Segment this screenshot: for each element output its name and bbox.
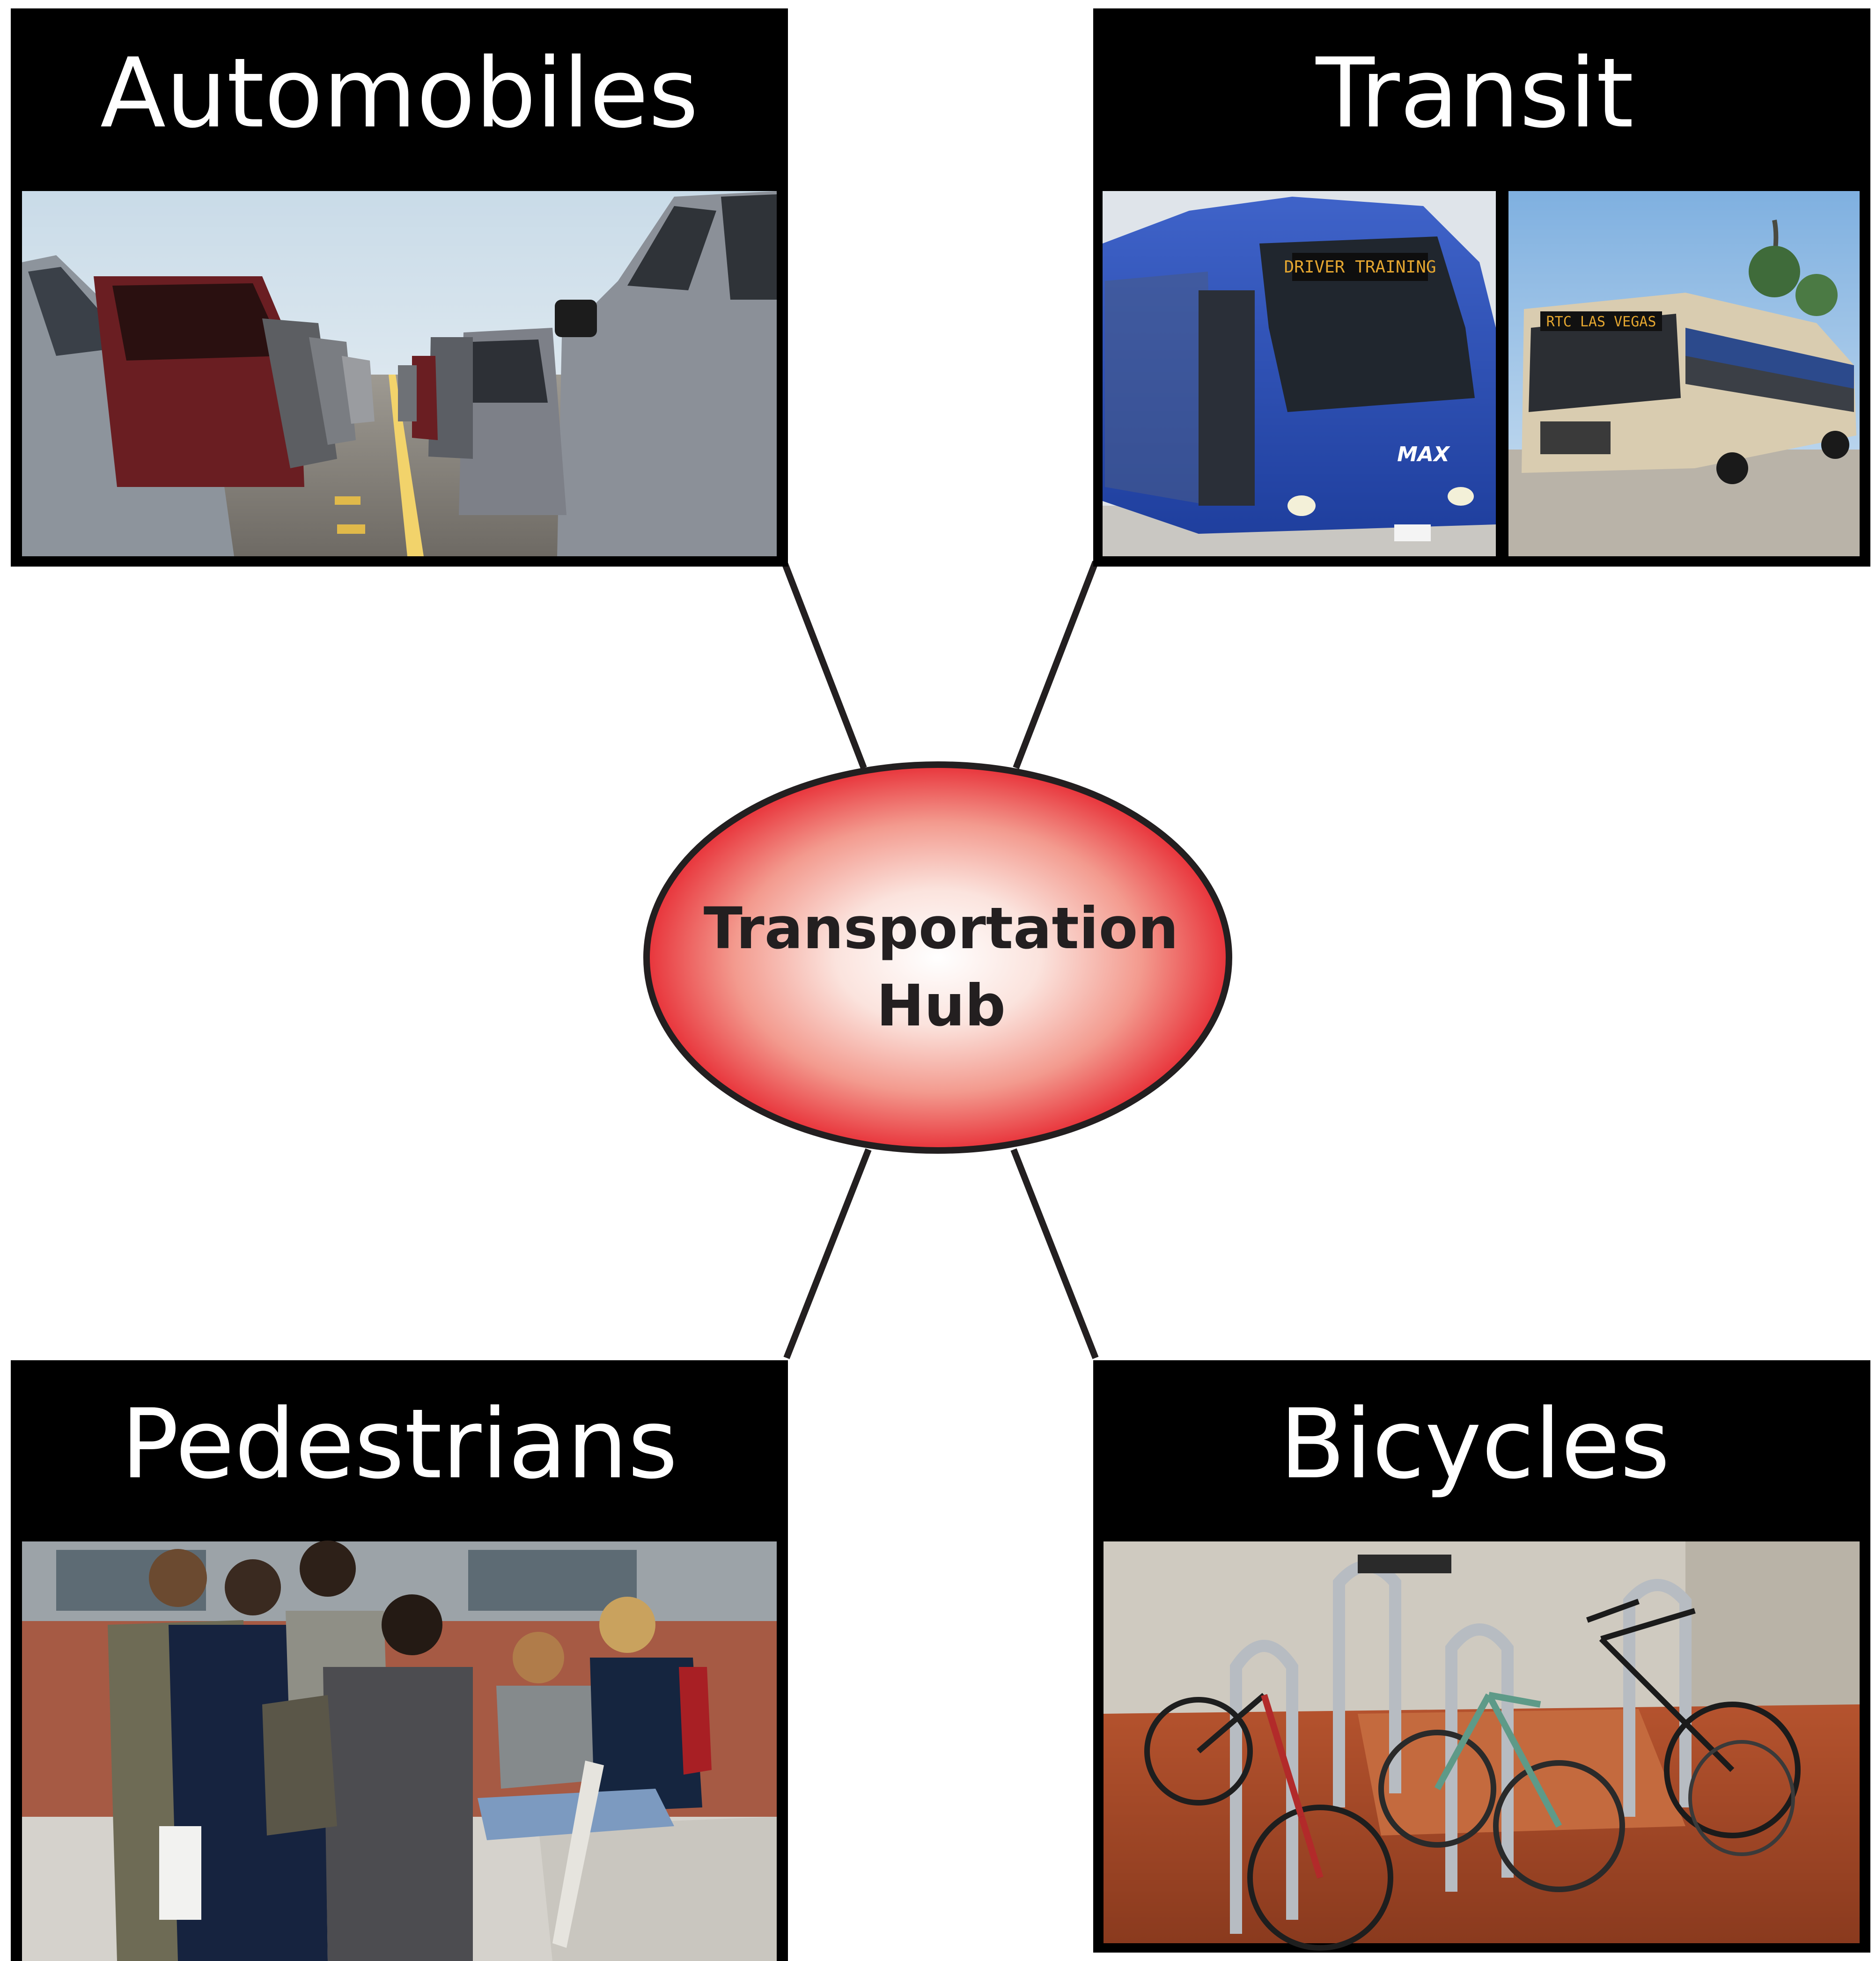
label-bar-pedestrians bbox=[11, 1360, 788, 1531]
bus-destination-sign-left: DRIVER TRAINING bbox=[1284, 258, 1436, 277]
label-pedestrians: Pedestrians bbox=[121, 1389, 677, 1500]
students-walking-photo bbox=[22, 1541, 777, 1961]
hub-title-line2: Hub bbox=[876, 973, 1006, 1039]
connector-bicycles bbox=[1010, 1148, 1099, 1359]
connector-lines bbox=[781, 560, 1099, 1359]
mode-card-automobiles: Automobiles bbox=[11, 8, 788, 567]
bus-destination-sign-right: RTC LAS VEGAS bbox=[1546, 314, 1656, 330]
label-bar-automobiles bbox=[11, 8, 788, 180]
label-automobiles: Automobiles bbox=[100, 38, 699, 149]
mode-card-transit: Transit DRIVER TRAINING MAX RTC LAS VEGA… bbox=[1093, 8, 1870, 567]
hub-ellipse bbox=[643, 761, 1232, 1154]
connector-transit bbox=[1013, 560, 1099, 769]
connector-pedestrians bbox=[783, 1148, 872, 1359]
mode-card-pedestrians: Pedestrians bbox=[11, 1360, 788, 1961]
buses-photo: DRIVER TRAINING MAX RTC LAS VEGAS bbox=[1103, 191, 1860, 556]
transportation-hub: Transportation Hub bbox=[643, 761, 1232, 1154]
label-transit: Transit bbox=[1315, 38, 1633, 149]
parked-cars-photo bbox=[22, 191, 777, 556]
connector-automobiles bbox=[781, 560, 867, 769]
mode-card-bicycles: Bicycles bbox=[1093, 1360, 1870, 1953]
label-bar-bicycles bbox=[1093, 1360, 1870, 1531]
hub-title-line1: Transportation bbox=[704, 895, 1179, 962]
label-bicycles: Bicycles bbox=[1280, 1389, 1670, 1500]
bike-rack-photo bbox=[1104, 1541, 1860, 1951]
label-bar-transit bbox=[1093, 8, 1870, 180]
bus-brand-left: MAX bbox=[1397, 442, 1450, 466]
